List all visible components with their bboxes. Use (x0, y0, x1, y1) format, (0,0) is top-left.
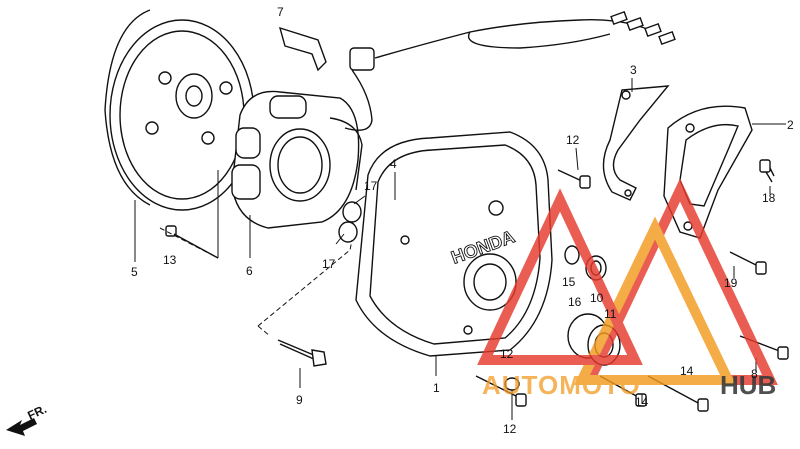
direction-label: FR. (25, 402, 48, 423)
part-label: 12 (500, 347, 514, 361)
watermark-logo: AUTOMOTO HUB (477, 178, 778, 400)
part-label: 12 (566, 133, 580, 147)
part-label: 17 (364, 179, 378, 193)
leader-lines (134, 78, 786, 420)
part-label: 14 (635, 395, 649, 409)
front-direction-indicator: FR. (6, 402, 49, 436)
bolt-19 (729, 251, 767, 275)
part-label: 15 (562, 275, 576, 289)
part-label: 10 (590, 291, 604, 305)
part-label: 13 (163, 253, 177, 267)
bolt-9 (277, 339, 327, 367)
part-label: 18 (762, 191, 776, 205)
bracket (602, 85, 670, 201)
part-label: 2 (787, 118, 794, 132)
bolts (165, 159, 789, 412)
watermark-brand-suffix: HUB (720, 370, 776, 400)
part-label: 6 (246, 264, 253, 278)
part-label: 17 (322, 257, 336, 271)
part-label: 3 (630, 63, 637, 77)
bolt-12-bottom (475, 375, 527, 407)
part-label: 9 (296, 393, 303, 407)
part-number-labels: 1 2 3 4 5 6 7 8 9 10 11 12 12 12 13 14 1… (131, 5, 794, 436)
part-label: 19 (724, 276, 738, 290)
part-label: 8 (751, 367, 758, 381)
wire-harness (344, 10, 676, 131)
wire-clamp (278, 26, 327, 72)
stator (231, 90, 363, 229)
collars (338, 201, 362, 243)
part-label: 5 (131, 265, 138, 279)
part-label: 7 (277, 5, 284, 19)
part-label: 12 (503, 422, 517, 436)
part-label: 1 (433, 381, 440, 395)
part-label: 11 (604, 307, 617, 321)
part-label: 4 (390, 157, 397, 171)
watermark-brand-prefix: AUTOMOTO (482, 370, 641, 400)
bolt-12-top (557, 169, 591, 189)
front-arrow-icon (6, 418, 37, 436)
bolt-18 (759, 159, 775, 183)
crankcase-cover: HONDA (355, 131, 553, 357)
sprocket-guard (663, 105, 753, 239)
part-label: 16 (568, 295, 582, 309)
part-label: 14 (680, 364, 694, 378)
